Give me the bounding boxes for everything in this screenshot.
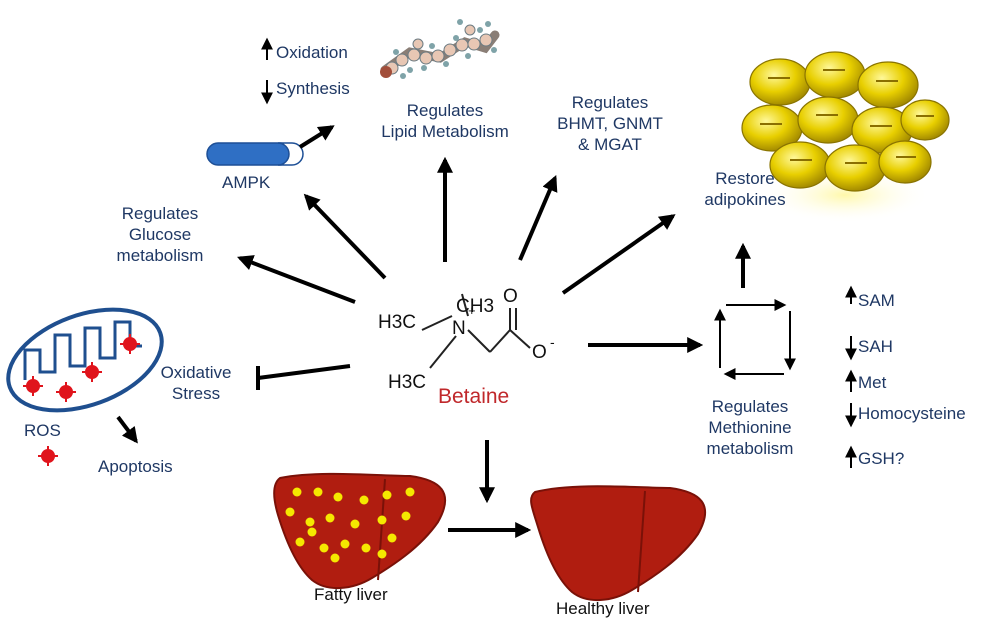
bhmt-line2: BHMT, GNMT [557,114,663,133]
fatty-liver-icon [273,472,447,590]
glucose-line2: Glucose [128,225,192,244]
bhmt-arrow [518,175,558,261]
oxidative-stress-label: Oxidative Stress [146,362,246,404]
lipid-molecule-icon [380,19,500,79]
mitochondrion-icon [6,307,164,413]
ampk-arrow [303,193,387,280]
adipocyte-cluster-icon [741,51,950,223]
healthy-liver-icon [530,485,707,602]
oxidative-inhibit-line [257,364,351,380]
methionine-line2: Methionine [708,418,792,437]
marker-gsh: GSH? [858,449,905,468]
synthesis-label: Synthesis [276,79,350,98]
formula-h3c-top: H3C [378,312,417,333]
betaine-label: Betaine [438,385,510,408]
bhmt-line3: & MGAT [578,135,642,154]
ros-label: ROS [24,421,61,440]
lipid-line1: Regulates [406,101,484,120]
oxidative-line1: Oxidative [160,363,232,382]
fatty-liver-label: Fatty liver [314,585,388,604]
marker-met: Met [858,373,887,392]
adipokines-arrow [561,214,676,295]
lipid-line2: Lipid Metabolism [381,122,509,141]
marker-sam: SAM [858,291,895,310]
apoptosis-label: Apoptosis [98,457,173,476]
glucose-label: Regulates Glucose metabolism [100,203,220,266]
methionine-cycle-icon [714,299,796,380]
methionine-label: Regulates Methionine metabolism [695,396,805,459]
bhmt-line1: Regulates [571,93,649,112]
glucose-line1: Regulates [121,204,199,223]
adipokines-label: Restore adipokines [690,168,800,210]
formula-n: N [452,318,466,339]
healthy-liver-label: Healthy liver [556,599,650,618]
betaine-structure [421,293,531,369]
glucose-arrow [237,255,356,304]
ampk-label: AMPK [222,173,271,192]
adipokines-line2: adipokines [704,190,786,209]
glucose-line3: metabolism [116,246,204,265]
formula-o-minus: O [532,342,547,363]
pathway-arrows [116,125,751,538]
formula-o-top: O [503,286,518,307]
methionine-line1: Regulates [711,397,789,416]
marker-sah: SAH [858,337,893,356]
marker-homocysteine: Homocysteine [858,404,966,423]
ros-icon [23,334,140,466]
formula-h3c-bottom: H3C [388,372,427,393]
oxidation-label: Oxidation [276,43,348,62]
bhmt-label: Regulates BHMT, GNMT & MGAT [545,92,675,155]
formula-minus: - [550,334,555,350]
formula-ch3: CH3 [456,296,495,317]
adipokines-line1: Restore [715,169,775,188]
apoptosis-arrow [116,415,138,444]
oxidative-line2: Stress [171,384,221,403]
methionine-line3: metabolism [706,439,794,458]
formula-plus: + [468,303,476,318]
ampk-to-lipid-arrow [298,125,335,149]
ampk-icon [206,142,304,166]
lipid-metabolism-label: Regulates Lipid Metabolism [370,100,520,142]
